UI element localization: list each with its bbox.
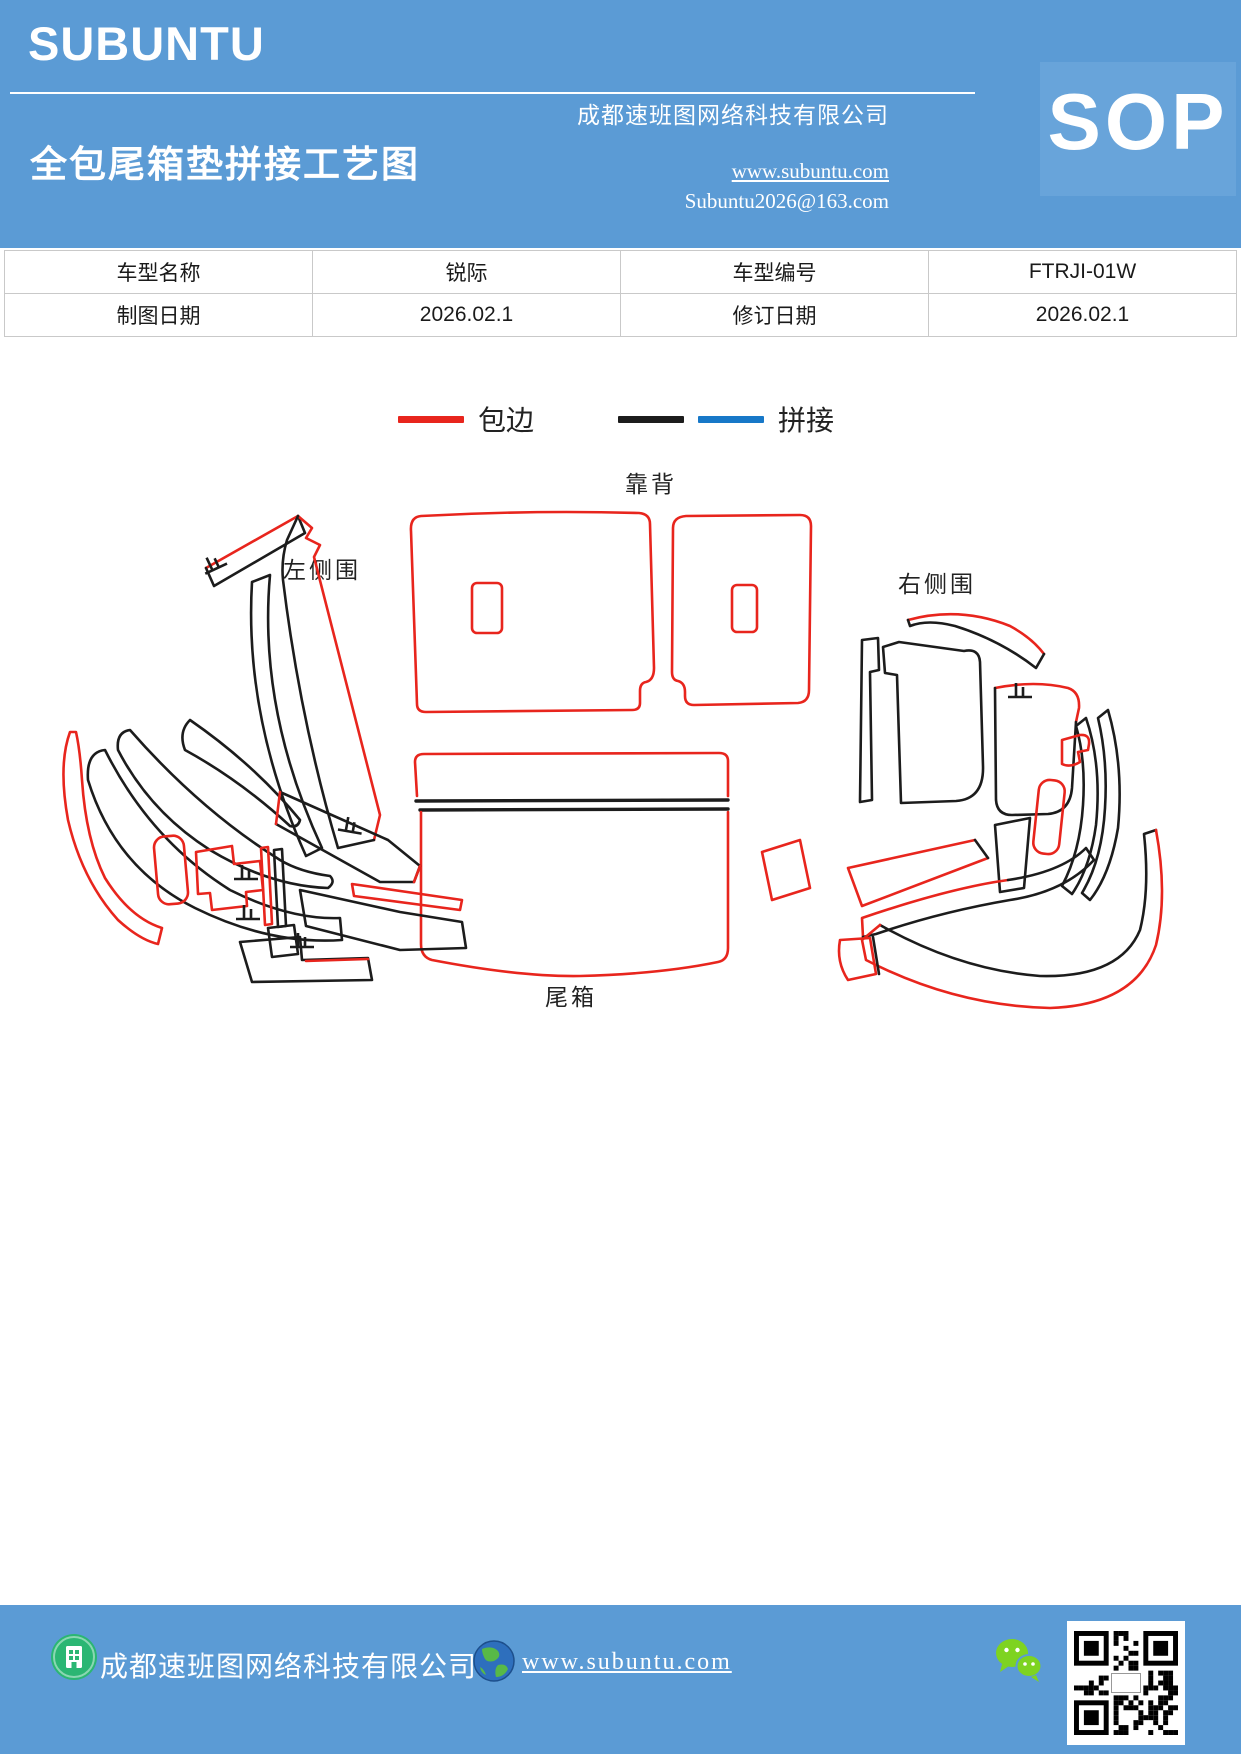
splice-label: 拼接 — [778, 406, 835, 437]
piece-edge — [993, 682, 1081, 724]
piece-edge — [204, 514, 307, 588]
page-title: 全包尾箱垫拼接工艺图 — [30, 145, 420, 186]
vehicle-info-table: 车型名称 锐际 车型编号 FTRJI-01W 制图日期 2026.02.1 修订… — [4, 250, 1237, 337]
piece-outline — [350, 882, 464, 912]
trunk-flap-outline — [413, 751, 730, 798]
piece-edge — [871, 935, 881, 976]
trunk-flap-splice-line — [414, 798, 730, 803]
piece-outline — [837, 936, 878, 982]
piece-edge — [204, 514, 300, 570]
edge-wrap-swatch — [398, 415, 464, 423]
backrest-label: 靠背 — [625, 471, 677, 497]
qr-center-logo — [1111, 1673, 1141, 1693]
backrest-pieces — [409, 510, 813, 714]
splice-black-swatch — [618, 415, 685, 423]
qr-code — [1067, 1621, 1185, 1745]
sop-badge: SOP — [1047, 77, 1229, 166]
piece-edge — [281, 514, 376, 850]
piece-outline — [152, 834, 190, 906]
trunk-label: 尾箱 — [545, 984, 597, 1010]
piece-edge — [906, 618, 1046, 670]
piece-outline — [993, 816, 1032, 894]
piece-edge — [274, 790, 422, 884]
revise-date-value: 2026.02.1 — [928, 293, 1237, 337]
piece-outline — [1031, 778, 1067, 856]
backrest-left-panel — [409, 510, 656, 714]
model-name-value: 锐际 — [312, 250, 621, 294]
header-contact-block: 成都速班图网络科技有限公司 www.subuntu.com Subuntu202… — [577, 96, 889, 216]
model-code-label: 车型编号 — [620, 250, 929, 294]
table-row: 制图日期 2026.02.1 修订日期 2026.02.1 — [4, 293, 1237, 337]
model-name-label: 车型名称 — [4, 250, 313, 294]
sop-badge-box: SOP — [1040, 62, 1236, 196]
trunk-body-outline — [419, 810, 730, 978]
piece-edge — [973, 838, 990, 860]
revise-date-label: 修订日期 — [620, 293, 929, 337]
piece-edge — [304, 957, 370, 963]
trunk-body-splice-line — [418, 807, 730, 812]
header-banner: SUBUNTU 全包尾箱垫拼接工艺图 成都速班图网络科技有限公司 www.sub… — [0, 0, 1241, 248]
piece-outline — [259, 845, 274, 927]
piece-outline — [62, 730, 164, 946]
company-icon — [51, 1634, 97, 1680]
footer-website-link[interactable]: www.subuntu.com — [522, 1649, 732, 1675]
piece-edge — [861, 846, 1096, 939]
piece-edge — [846, 838, 990, 908]
piece-outline — [116, 728, 334, 890]
piece-outline — [881, 640, 985, 805]
website-link[interactable]: www.subuntu.com — [731, 159, 889, 183]
trunk-mat-pieces — [413, 751, 730, 978]
company-name: 成都速班图网络科技有限公司 — [577, 103, 889, 128]
piece-outline — [266, 923, 300, 959]
brand-logo-text: SUBUNTU — [28, 17, 265, 70]
piece-outline — [181, 718, 302, 828]
piece-outline — [858, 636, 881, 804]
backrest-right-slot — [730, 583, 759, 634]
right-side-label: 右侧围 — [898, 571, 976, 597]
edge-wrap-label: 包边 — [478, 406, 535, 437]
splice-blue-swatch — [698, 415, 765, 423]
piece-edge — [860, 878, 1010, 939]
wechat-icon — [996, 1639, 1043, 1682]
table-row: 车型名称 锐际 车型编号 FTRJI-01W — [4, 250, 1237, 294]
email-text: Subuntu2026@163.com — [684, 189, 889, 213]
left-side-label: 左侧围 — [283, 557, 361, 583]
model-code-value: FTRJI-01W — [928, 250, 1237, 294]
piece-outline — [298, 888, 468, 952]
piece-outline — [760, 838, 812, 902]
footer-banner: 成都速班图网络科技有限公司 www.subuntu.com — [0, 1605, 1241, 1754]
piece-outline — [1060, 733, 1091, 767]
left-side-pieces — [62, 514, 468, 984]
globe-icon — [473, 1640, 515, 1682]
piece-edge — [878, 828, 1158, 978]
backrest-right-panel — [670, 513, 813, 707]
piece-outline — [1080, 708, 1121, 902]
header-divider — [10, 92, 975, 94]
legend: 包边 拼接 — [398, 399, 834, 439]
backrest-left-slot — [470, 581, 504, 635]
draw-date-label: 制图日期 — [4, 293, 313, 337]
right-side-pieces — [760, 612, 1164, 1010]
piece-edge — [906, 612, 1046, 656]
pattern-diagram: 靠背 左侧围 右侧围 尾箱 — [0, 420, 1241, 1110]
footer-company-name: 成都速班图网络科技有限公司 — [100, 1652, 478, 1683]
piece-edge — [296, 514, 382, 842]
piece-edge — [993, 686, 1078, 817]
piece-outline — [194, 844, 265, 912]
draw-date-value: 2026.02.1 — [312, 293, 621, 337]
piece-outline — [249, 573, 324, 858]
piece-edge — [860, 828, 1164, 1010]
piece-outline — [1060, 716, 1099, 896]
